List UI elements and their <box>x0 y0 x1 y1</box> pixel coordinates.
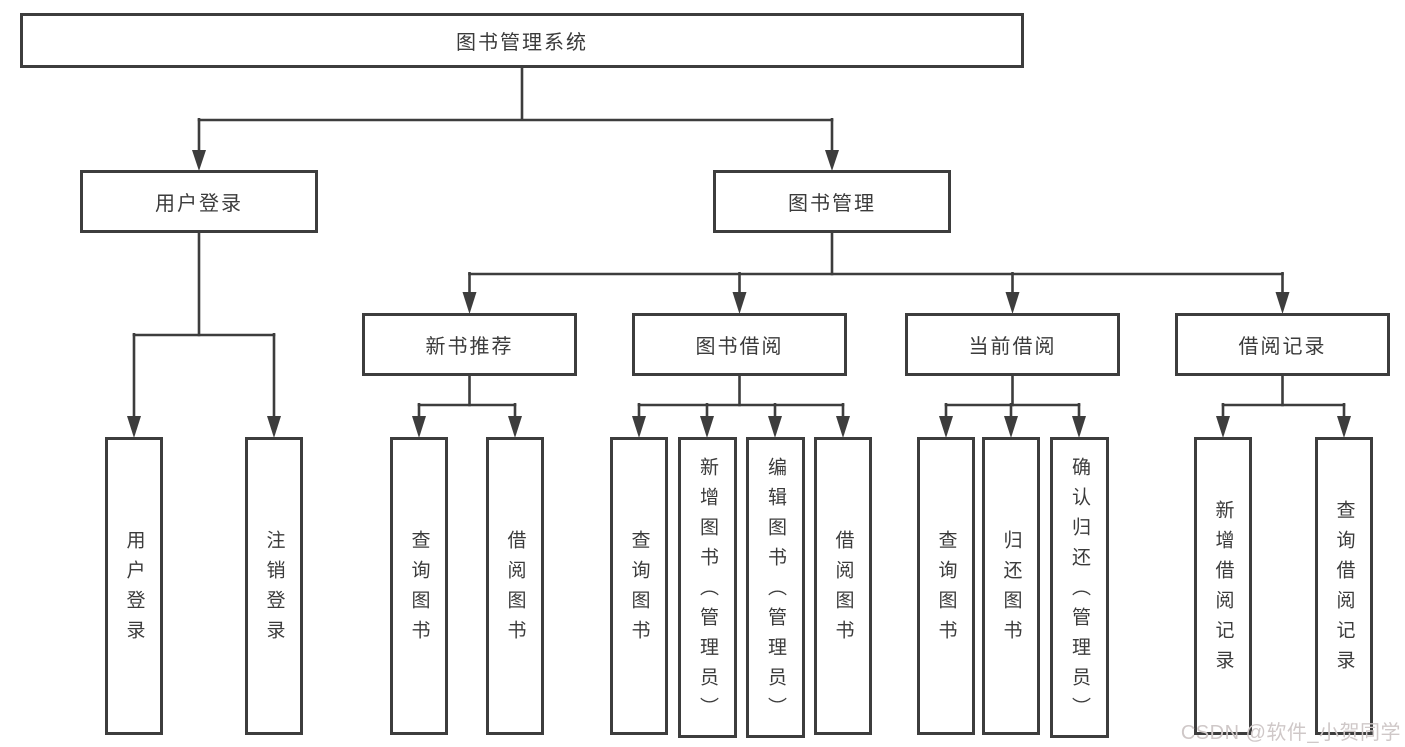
connector-book-management-to-level3 <box>462 233 1290 314</box>
node-book-borrow: 图书借阅 <box>632 313 847 376</box>
leaf-borrow-books-recommend: 借阅图书 <box>486 437 544 735</box>
leaf-query-books-current: 查询图书 <box>917 437 975 735</box>
connector-current-borrow-to-leaves <box>939 376 1086 438</box>
connector-root-to-level2 <box>192 68 839 171</box>
leaf-add-borrow-record: 新增借阅记录 <box>1194 437 1252 735</box>
leaf-query-borrow-record: 查询借阅记录 <box>1315 437 1373 735</box>
leaf-user-login: 用户登录 <box>105 437 163 735</box>
leaf-edit-book-admin: 编辑图书（管理员） <box>746 437 805 738</box>
node-root: 图书管理系统 <box>20 13 1024 68</box>
leaf-query-books-recommend: 查询图书 <box>390 437 448 735</box>
node-user-login: 用户登录 <box>80 170 318 233</box>
leaf-borrow-books-borrow: 借阅图书 <box>814 437 872 735</box>
leaf-query-books-borrow: 查询图书 <box>610 437 668 735</box>
node-book-management: 图书管理 <box>713 170 951 233</box>
leaf-add-book-admin: 新增图书（管理员） <box>678 437 737 738</box>
connector-user-login-to-leaves <box>127 233 281 438</box>
connector-borrow-records-to-leaves <box>1216 376 1351 438</box>
leaf-logout: 注销登录 <box>245 437 303 735</box>
watermark: CSDN @软件_小贺同学 <box>1180 722 1401 744</box>
leaf-confirm-return-admin: 确认归还（管理员） <box>1050 437 1109 738</box>
connector-new-book-recommend-to-leaves <box>412 376 522 438</box>
node-borrow-records: 借阅记录 <box>1175 313 1390 376</box>
node-current-borrow: 当前借阅 <box>905 313 1120 376</box>
leaf-return-book: 归还图书 <box>982 437 1040 735</box>
connector-book-borrow-to-leaves <box>632 376 850 438</box>
node-new-book-recommend: 新书推荐 <box>362 313 577 376</box>
